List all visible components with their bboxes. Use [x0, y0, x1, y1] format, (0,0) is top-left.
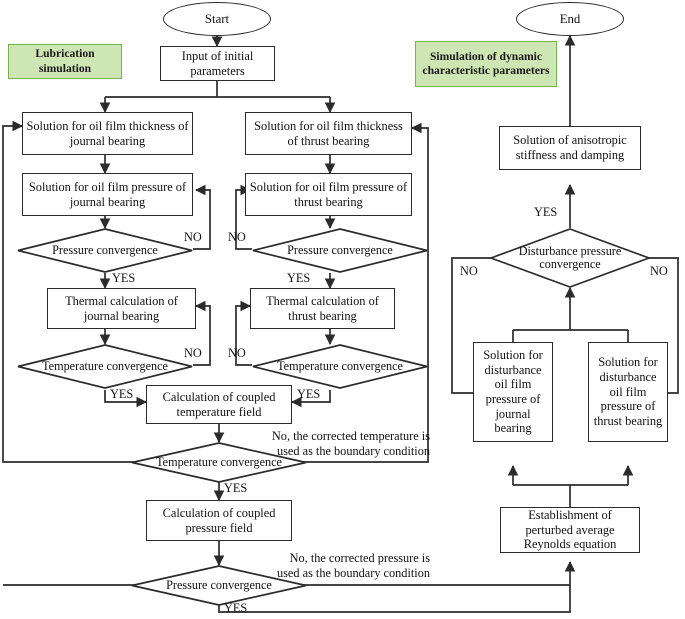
edge-label-tc-journal-yes: YES	[110, 387, 134, 401]
diamond-shape	[17, 228, 193, 273]
decision-temperature-convergence-coupled-label: Temperature convergence	[156, 454, 282, 469]
note-corrected-pressure-line2: used as the boundary condition	[277, 566, 430, 581]
legend-dynamic-simulation: Simulation of dynamic characteristic par…	[415, 41, 557, 87]
process-disturbance-pressure-journal-label: Solution for disturbance oil film pressu…	[483, 348, 543, 436]
edge-label-dpc-yes: YES	[534, 205, 558, 219]
process-disturbance-pressure-thrust: Solution for disturbance oil film pressu…	[588, 342, 668, 442]
process-input-initial-parameters-label: Input of initial parameters	[181, 48, 254, 78]
decision-pressure-convergence-thrust-label: Pressure convergence	[287, 242, 393, 257]
decision-pressure-convergence-journal-label: Pressure convergence	[52, 242, 158, 257]
decision-temperature-convergence-journal: Temperature convergence	[17, 344, 193, 389]
diamond-shape	[252, 344, 428, 389]
diamond-shape	[252, 228, 428, 273]
edge-label-pc-thrust-yes: YES	[287, 271, 311, 285]
diamond-shape	[131, 565, 307, 606]
diamond-shape	[17, 344, 193, 389]
edge-label-tc-coupled-yes: YES	[224, 481, 248, 495]
process-perturbed-reynolds-equation-label: Establishment of perturbed average Reyno…	[523, 508, 617, 552]
decision-temperature-convergence-journal-label: Temperature convergence	[42, 358, 168, 373]
process-coupled-temperature-field-label: Calculation of coupled temperature field	[162, 389, 276, 419]
process-thermal-calculation-journal-label: Thermal calculation of journal bearing	[65, 293, 178, 323]
process-oil-film-pressure-thrust: Solution for oil film pressure of thrust…	[245, 173, 412, 216]
process-oil-film-thickness-journal-label: Solution for oil film thickness of journ…	[26, 118, 189, 148]
note-corrected-pressure: No, the corrected pressure is used as th…	[240, 551, 430, 582]
process-coupled-temperature-field: Calculation of coupled temperature field	[146, 385, 292, 424]
legend-dynamic-label: Simulation of dynamic characteristic par…	[422, 49, 550, 77]
process-disturbance-pressure-journal: Solution for disturbance oil film pressu…	[473, 342, 553, 442]
terminal-start: Start	[163, 2, 271, 36]
note-corrected-temperature-line1: No, the corrected temperature is	[271, 429, 430, 443]
decision-pressure-convergence-journal: Pressure convergence	[17, 228, 193, 273]
decision-pressure-convergence-coupled: Pressure convergence	[131, 565, 307, 606]
edge-label-pc-journal-yes: YES	[112, 271, 136, 285]
process-oil-film-thickness-thrust-label: Solution for oil film thickness of thrus…	[254, 118, 403, 148]
process-input-initial-parameters: Input of initial parameters	[160, 46, 275, 81]
terminal-start-label: Start	[204, 11, 230, 26]
process-oil-film-pressure-journal-label: Solution for oil film pressure of journa…	[28, 179, 187, 209]
process-thermal-calculation-thrust: Thermal calculation of thrust bearing	[250, 288, 395, 329]
process-oil-film-pressure-thrust-label: Solution for oil film pressure of thrust…	[249, 179, 408, 209]
process-anisotropic-stiffness-damping: Solution of anisotropic stiffness and da…	[499, 126, 641, 170]
edge-label-tc-thrust-no: NO	[228, 346, 246, 360]
edge-label-pc-thrust-no: NO	[228, 230, 246, 244]
process-oil-film-pressure-journal: Solution for oil film pressure of journa…	[22, 173, 193, 216]
decision-pressure-convergence-thrust: Pressure convergence	[252, 228, 428, 273]
note-corrected-pressure-line1: No, the corrected pressure is	[289, 551, 430, 565]
process-coupled-pressure-field-label: Calculation of coupled pressure field	[162, 505, 276, 535]
legend-lubrication-simulation: Lubrication simulation	[8, 44, 122, 79]
decision-temperature-convergence-coupled: Temperature convergence	[131, 442, 307, 483]
edge-label-dpc-no-right: NO	[650, 264, 668, 278]
process-thermal-calculation-journal: Thermal calculation of journal bearing	[47, 288, 196, 329]
terminal-end: End	[516, 2, 624, 36]
decision-disturbance-pressure-convergence: Disturbance pressure convergence	[488, 228, 652, 288]
process-oil-film-thickness-journal: Solution for oil film thickness of journ…	[22, 112, 193, 155]
terminal-end-label: End	[559, 11, 581, 26]
edge-label-tc-journal-no: NO	[184, 346, 202, 360]
note-corrected-temperature-line2: used as the boundary condition	[277, 444, 430, 459]
process-anisotropic-stiffness-damping-label: Solution of anisotropic stiffness and da…	[513, 133, 627, 162]
process-coupled-pressure-field: Calculation of coupled pressure field	[146, 500, 292, 541]
decision-temperature-convergence-thrust-label: Temperature convergence	[277, 358, 403, 373]
legend-lubrication-label: Lubrication simulation	[35, 47, 95, 75]
edge-label-tc-thrust-yes: YES	[297, 387, 321, 401]
note-corrected-temperature: No, the corrected temperature is used as…	[240, 429, 430, 460]
edge-label-pc-journal-no: NO	[184, 230, 202, 244]
process-perturbed-reynolds-equation: Establishment of perturbed average Reyno…	[500, 507, 640, 553]
decision-temperature-convergence-thrust: Temperature convergence	[252, 344, 428, 389]
process-oil-film-thickness-thrust: Solution for oil film thickness of thrus…	[245, 112, 412, 155]
process-disturbance-pressure-thrust-label: Solution for disturbance oil film pressu…	[593, 355, 663, 428]
edge-label-pc-coupled-yes: YES	[224, 601, 248, 615]
decision-pressure-convergence-coupled-label: Pressure convergence	[166, 577, 272, 592]
diamond-shape	[131, 442, 307, 483]
edge-label-dpc-no-left: NO	[460, 264, 478, 278]
decision-disturbance-pressure-convergence-label: Disturbance pressure convergence	[518, 243, 622, 271]
process-thermal-calculation-thrust-label: Thermal calculation of thrust bearing	[266, 293, 379, 323]
diamond-shape	[488, 228, 652, 288]
